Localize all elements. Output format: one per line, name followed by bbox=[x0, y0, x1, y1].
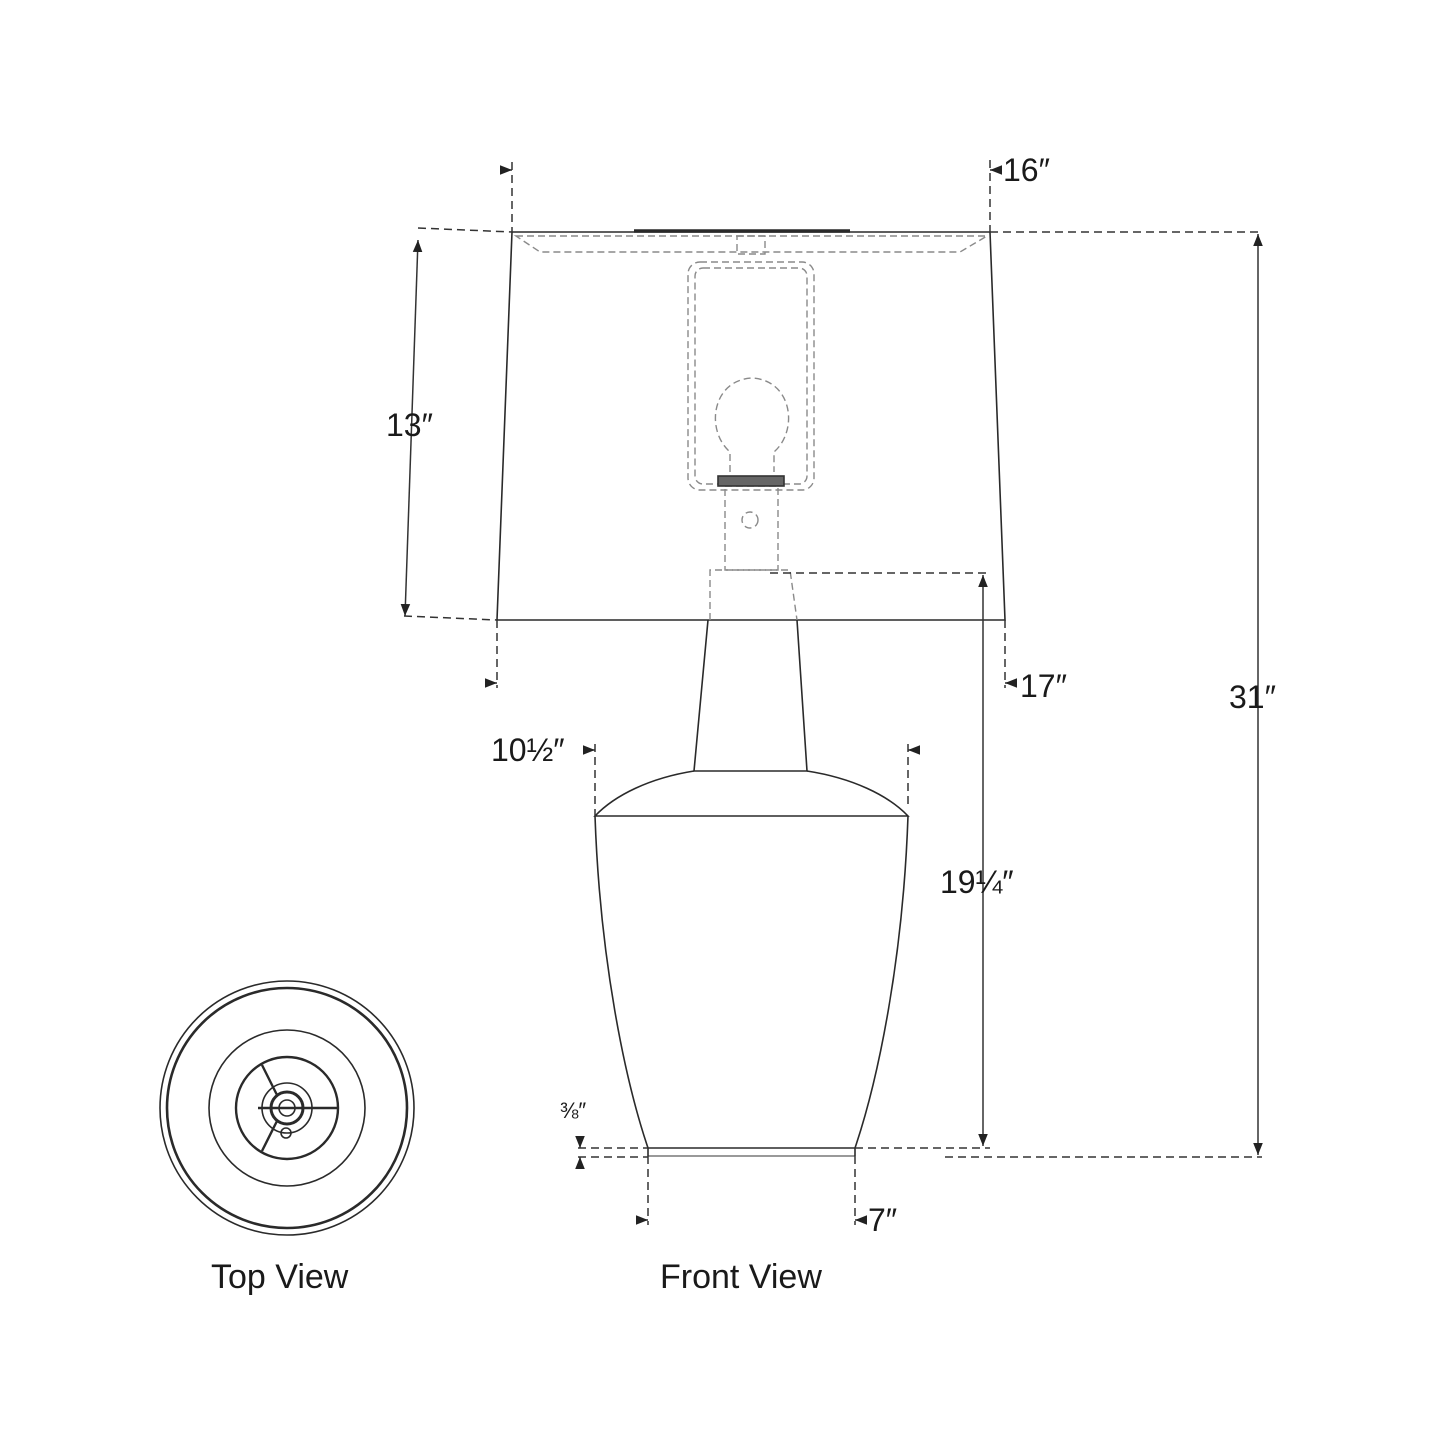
top-view-caption: Top View bbox=[211, 1258, 349, 1296]
base-height-label: 19¼″ bbox=[940, 864, 1014, 900]
bulb-socket bbox=[717, 475, 785, 487]
shade-top-width-label: 16″ bbox=[1003, 152, 1050, 188]
harp-and-bulb bbox=[513, 235, 990, 621]
dimension-lines bbox=[400, 160, 1263, 1225]
top-view-drawing bbox=[159, 980, 415, 1236]
foot-width-label: 7″ bbox=[868, 1202, 898, 1238]
front-view-caption: Front View bbox=[660, 1258, 822, 1296]
shade-height-label: 13″ bbox=[386, 407, 433, 443]
overall-height-label: 31″ bbox=[1229, 679, 1276, 715]
lamp-base bbox=[593, 619, 910, 1157]
foot-height-label: ⅜″ bbox=[560, 1098, 587, 1123]
shade-bottom-width-label: 17″ bbox=[1020, 668, 1067, 704]
lamp-shade bbox=[496, 229, 1006, 621]
base-width-label: 10½″ bbox=[491, 732, 565, 768]
